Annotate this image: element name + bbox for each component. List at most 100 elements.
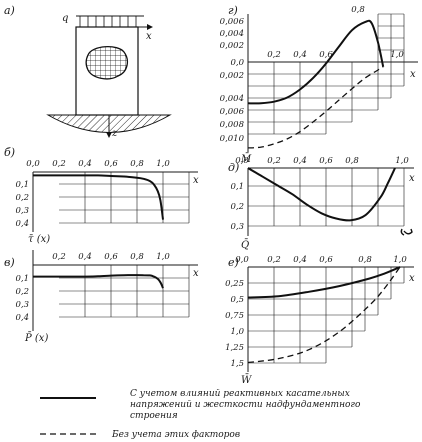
legend: С учетом влияний реактивных касательных … [40,389,361,440]
panel-g-curve-solid [247,19,385,105]
tick-label: 0,2 [267,255,281,265]
tick-label: 0,6 [319,50,333,60]
tick-label: 0,6 [319,255,333,265]
panel-b-grid [59,171,190,224]
panel-g-x-label: x [410,69,416,80]
panel-e-curve-solid [247,266,401,299]
tick-label: 0,4 [293,156,307,166]
tick-label: 0,4 [293,255,307,265]
tick-label: 0,3 [15,206,29,216]
panel-v: в) 0,2 0,4 0,6 0,8 1,0 x 0,1 0,2 0,3 0,4… [4,250,199,344]
tick-label: 0,8 [130,159,144,169]
legend-solid-text-3: строения [130,411,178,421]
panel-g-grid [248,13,405,135]
tick-label: 0,4 [293,50,307,60]
tick-label: 0,8 [130,252,144,262]
tick-label: 0,25 [225,279,244,289]
panel-e-curve-dashed [247,266,401,364]
panel-e-y-label: W̄ [241,374,252,386]
opening-region [85,46,129,80]
tick-label: 1,0 [230,327,244,337]
panel-v-x-label: x [193,268,199,279]
panel-v-y-label: P̄ (x) [24,332,48,344]
panel-b-curve [32,174,164,220]
tick-label: 0,3 [230,222,244,232]
tick-label: 0,8 [345,156,359,166]
tick-label: 0,2 [15,193,29,203]
panel-e-grid [248,267,405,364]
tick-label: 0,0 [235,156,249,166]
panel-e-x-label: x [409,273,415,284]
legend-dashed-text: Без учета этих факторов [111,430,240,440]
tick-label: 0,75 [225,311,244,321]
panel-a-label: а) [4,4,15,17]
load-q-label: q [62,13,68,24]
panel-v-grid [59,264,190,318]
panel-g-label: г) [228,4,238,17]
tick-label: 0,006 [220,17,245,27]
panel-g: г) 0,006 0,004 0,002 0,0 0,002 0,004 [220,4,418,165]
panel-d: д) 0,0 0,2 0,4 0,6 0,8 1,0 x 0,1 0,2 0,3… [228,156,415,251]
tick-label: 0,6 [104,159,118,169]
tick-label: 0,002 [220,71,244,81]
panel-b: б) 0,0 0,2 0,4 0,6 0,8 1,0 x 0,1 0,2 0,3… [4,146,199,245]
tick-label: 0,3 [15,300,29,310]
tick-label: 0,4 [78,159,92,169]
panel-d-y-label: Q̄ [241,239,249,251]
tick-label: 0,0 [26,159,40,169]
tick-label: 0,2 [230,202,244,212]
tick-label: 1,25 [225,343,244,353]
legend-solid-text-2: напряжений и жесткости надфундаментного [130,400,361,410]
panel-b-x-label: x [193,175,199,186]
tick-label: 1,0 [390,50,404,60]
tick-label: 0,1 [15,180,29,190]
tick-label: 1,5 [230,359,244,369]
tick-label: 0,010 [220,134,245,144]
load-arrows [79,16,137,27]
panel-v-label: в) [4,256,15,269]
panel-g-curve-dashed [247,66,384,149]
panel-e: е) 0,0 0,2 0,4 0,6 0,8 1,0 x 0,25 0,5 0,… [225,255,415,386]
tick-label: 0,1 [230,182,244,192]
panel-d-curve [247,167,396,222]
panel-v-curve [32,274,164,289]
wall-z-label: z [111,128,118,139]
tick-label: 0,008 [220,120,245,130]
tick-label: 0,004 [220,29,244,39]
tick-label: 1,0 [393,255,407,265]
tick-label: 0,2 [15,287,29,297]
tick-label: 0,2 [267,156,281,166]
tick-label: 0,6 [319,156,333,166]
tick-label: 0,1 [15,274,29,284]
tick-label: 0,006 [220,107,245,117]
tick-label: 0,2 [52,159,66,169]
tick-label: 0,8 [351,5,365,15]
panel-d-grid [248,168,405,227]
tick-label: 0,002 [220,41,244,51]
panel-b-label: б) [4,146,15,159]
legend-solid-text-1: С учетом влияний реактивных касательных [130,389,350,399]
panel-d-label: д) [228,161,239,174]
panel-e-label: е) [228,256,239,269]
tick-label: 0,8 [358,255,372,265]
tick-label: 0,2 [267,50,281,60]
panel-b-y-label: τ̄ (x) [28,234,50,245]
tick-label: 0,4 [15,313,29,323]
tick-label: 0,6 [104,252,118,262]
tick-label: 0,2 [52,252,66,262]
tick-label: 1,0 [156,252,170,262]
wall-x-label: x [146,31,152,42]
tick-label: 0,5 [230,295,244,305]
tick-label: 0,004 [220,94,244,104]
scan-mark [400,228,413,236]
tick-label: 0,0 [235,255,249,265]
tick-label: 0,0 [230,58,244,68]
tick-label: 1,0 [395,156,409,166]
panel-a: а) q x z [4,4,172,139]
tick-label: 0,4 [78,252,92,262]
tick-label: 0,4 [15,219,29,229]
tick-label: 1,0 [156,159,170,169]
panel-g-y-label: M̄ [240,153,252,165]
panel-d-x-label: x [409,173,415,184]
